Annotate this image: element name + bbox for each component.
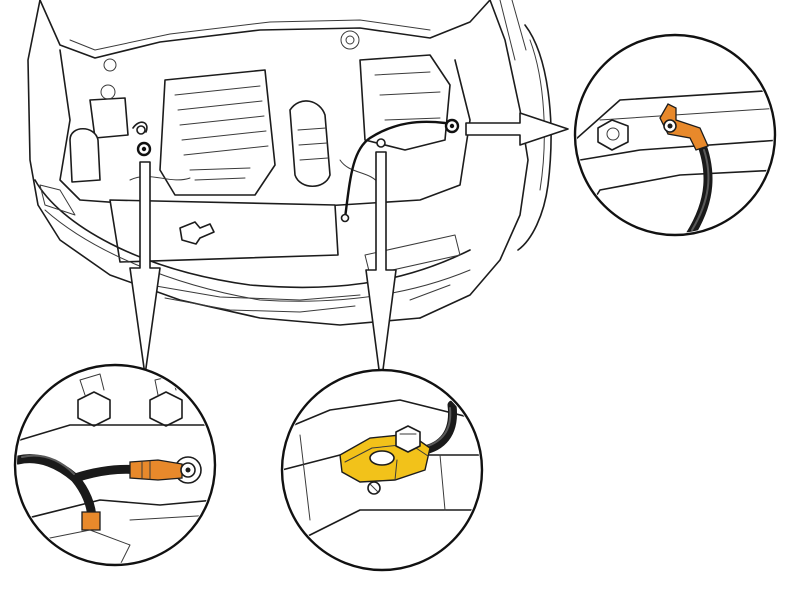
- front-bumper: [34, 179, 471, 289]
- ground-terminal-icon: [129, 459, 183, 481]
- right-fender: [419, 0, 529, 319]
- arrow-center-down: [365, 151, 397, 386]
- car-front-illustration: [27, 0, 552, 326]
- hood-panel: [39, 0, 491, 59]
- front-grille-panel: [109, 199, 339, 263]
- left-fender: [27, 0, 421, 326]
- engine-cover: [159, 69, 276, 196]
- callout-ground-strap-left: [13, 363, 217, 567]
- grille-logo: [179, 221, 215, 245]
- callout-ground-strap-right: [573, 33, 777, 237]
- front-wheel: [517, 24, 552, 251]
- ground-terminal-icon: [659, 103, 709, 151]
- hex-nut: [597, 119, 629, 151]
- ground-point-left: [132, 121, 152, 157]
- callout-battery-positive-clamp: [280, 368, 484, 572]
- ground-point-right: [444, 118, 460, 134]
- intake-hose: [289, 100, 331, 188]
- battery-cable-route: [340, 120, 447, 223]
- air-filter-box: [359, 54, 451, 151]
- arrow-left-down: [129, 161, 161, 376]
- arrow-right: [465, 112, 569, 146]
